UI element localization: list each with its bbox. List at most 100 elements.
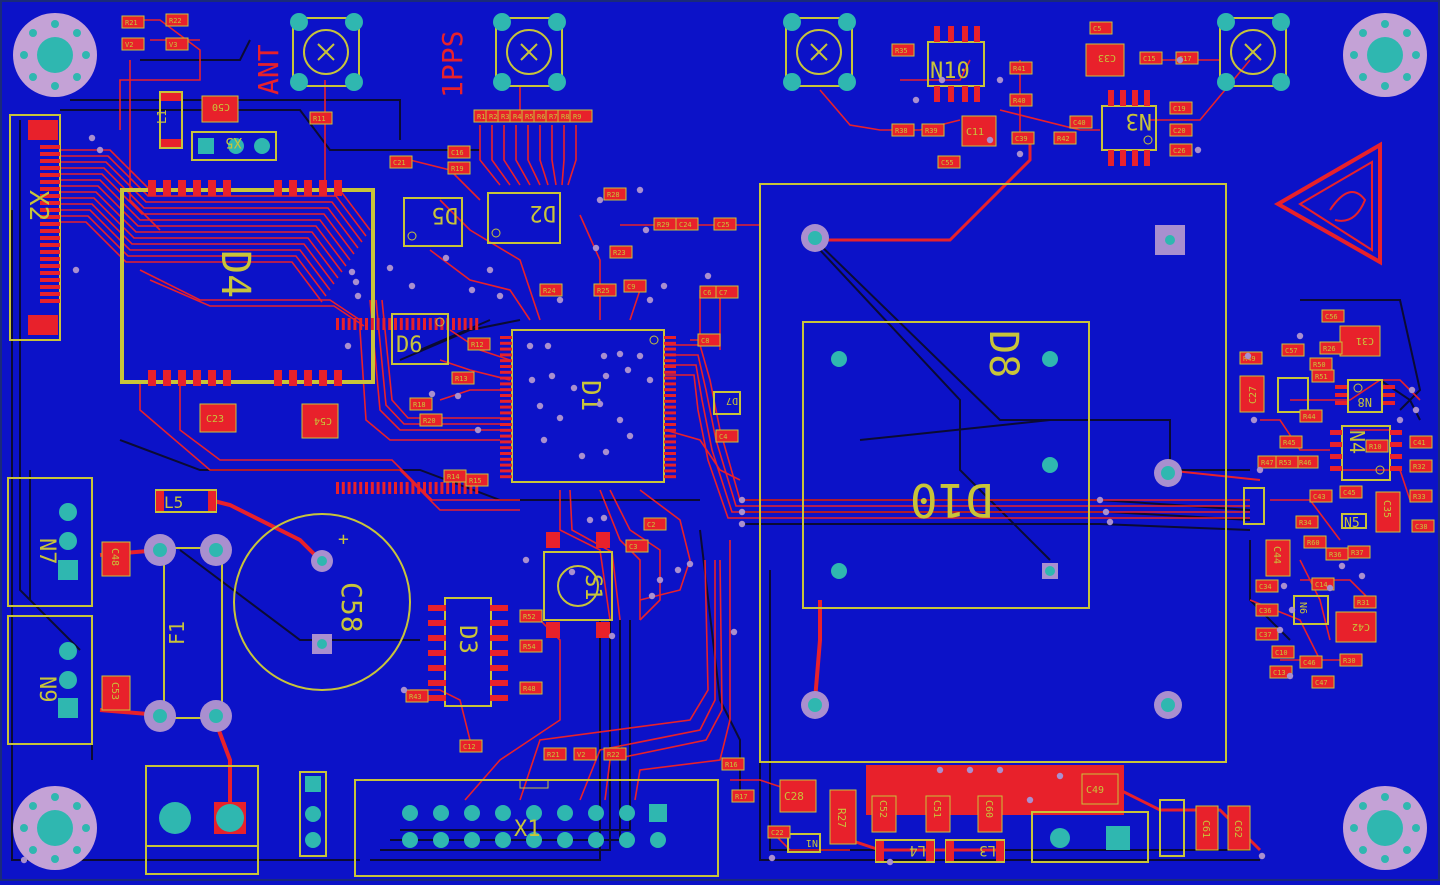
smd-ref-label: R60 — [1307, 539, 1320, 547]
via — [616, 416, 624, 424]
cap-c42 — [1335, 611, 1377, 643]
cap-c48 — [101, 541, 131, 577]
label-c52: C52 — [877, 800, 888, 818]
via — [454, 392, 462, 400]
label-c11: C11 — [966, 127, 984, 138]
smd-part — [519, 609, 543, 623]
smd-ref-label: R51 — [1315, 373, 1328, 381]
cap-c58 — [233, 513, 411, 691]
via — [540, 436, 548, 444]
via — [1244, 352, 1252, 360]
smd-part — [609, 245, 633, 259]
header-x1 — [354, 779, 719, 877]
smd-ref-label: C39 — [1015, 135, 1028, 143]
via — [704, 272, 712, 280]
label-n9: N9 — [34, 676, 59, 703]
via — [768, 854, 776, 862]
smd-part — [1271, 645, 1295, 659]
smd-ref-label: R25 — [597, 287, 610, 295]
module-d10 — [759, 183, 1227, 763]
via — [1250, 416, 1258, 424]
label-x5: X5 — [225, 134, 242, 150]
smd-part — [1169, 101, 1193, 115]
smd-ref-label: R46 — [1299, 459, 1312, 467]
label-f1: F1 — [165, 621, 189, 645]
label-c42: C42 — [1352, 621, 1370, 632]
smd-part — [519, 681, 543, 695]
smd-ref-label: R18 — [413, 401, 426, 409]
smd-ref-label: R2 — [489, 113, 497, 121]
chip-n8 — [1277, 377, 1395, 413]
smd-ref-label: R44 — [1303, 413, 1316, 421]
via — [1288, 606, 1296, 614]
smd-part — [573, 747, 597, 761]
chip-d6 — [391, 313, 449, 365]
smd-part — [1309, 489, 1333, 503]
smd-part — [675, 217, 699, 231]
via — [616, 350, 624, 358]
smd-part — [165, 13, 189, 27]
label-ant: ANT — [252, 44, 285, 95]
smd-ref-label: C21 — [393, 159, 406, 167]
smd-ref-label: R15 — [469, 477, 482, 485]
smd-ref-label: R12 — [471, 341, 484, 349]
via — [408, 282, 416, 290]
cap-c60 — [977, 795, 1003, 833]
via — [938, 76, 946, 84]
switch-1pps — [493, 13, 566, 91]
cap-c53 — [101, 675, 131, 711]
smd-part — [715, 429, 739, 443]
smd-part — [1409, 489, 1433, 503]
smd-ref-label: R26 — [1323, 345, 1336, 353]
cap-c44 — [1265, 539, 1291, 577]
smd-ref-label: R4 — [513, 113, 521, 121]
smd-part — [1353, 595, 1377, 609]
smd-part — [715, 285, 739, 299]
via — [348, 268, 356, 276]
via — [486, 266, 494, 274]
label-c27: C27 — [1248, 386, 1259, 404]
chip-d3 — [428, 597, 508, 707]
via — [686, 560, 694, 568]
smd-ref-label: R38 — [895, 127, 908, 135]
esd-warning-icon — [1273, 141, 1382, 266]
smd-ref-label: R20 — [423, 417, 436, 425]
smd-ref-label: R43 — [409, 693, 422, 701]
smd-part — [625, 539, 649, 553]
via — [400, 686, 408, 694]
via — [556, 414, 564, 422]
via — [468, 286, 476, 294]
via — [1258, 852, 1266, 860]
smd-part — [1053, 131, 1077, 145]
inductor-l5 — [155, 489, 217, 513]
via — [602, 372, 610, 380]
via — [386, 264, 394, 272]
smd-part — [569, 109, 593, 123]
smd-part — [1275, 455, 1299, 469]
label-l5: L5 — [164, 493, 183, 512]
via — [660, 282, 668, 290]
smd-ref-label: R28 — [607, 191, 620, 199]
via — [912, 96, 920, 104]
cap-c54 — [301, 403, 339, 439]
smd-ref-label: C22 — [771, 829, 784, 837]
smd-part — [447, 161, 471, 175]
chip-n3 — [1101, 90, 1157, 166]
fuse-f1 — [144, 534, 232, 732]
smd-ref-label: R14 — [447, 473, 460, 481]
via — [642, 226, 650, 234]
via — [20, 856, 28, 864]
label-c35: C35 — [1381, 500, 1392, 518]
cap-c23 — [199, 403, 237, 433]
label-c50: C50 — [212, 101, 230, 112]
smd-part — [451, 371, 475, 385]
via — [936, 766, 944, 774]
smd-ref-label: R11 — [313, 115, 326, 123]
label-c48: C48 — [109, 548, 120, 566]
smd-ref-label: R32 — [1413, 463, 1426, 471]
via — [1286, 672, 1294, 680]
label-d10: D10 — [910, 473, 993, 527]
label-d3: D3 — [454, 625, 482, 654]
diode-d7b — [1243, 487, 1265, 525]
